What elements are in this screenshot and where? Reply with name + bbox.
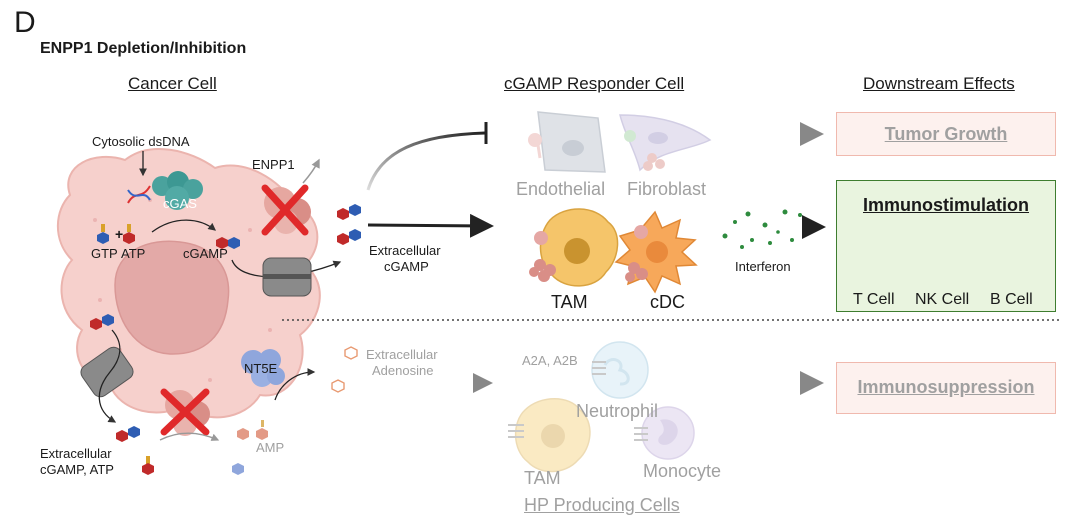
cgamp-transporter-bottom — [80, 346, 134, 398]
label-hp-producing-cells: HP Producing Cells — [524, 495, 680, 515]
immunostimulation-label: Immunostimulation — [863, 195, 1029, 215]
immunosuppression-label: Immunosuppression — [857, 377, 1035, 397]
label-enpp1: ENPP1 — [252, 157, 295, 172]
tumor-growth-label: Tumor Growth — [884, 124, 1008, 144]
label-extracellular-cgamp-line2: cGAMP — [384, 259, 429, 274]
interferon-particles — [722, 209, 802, 249]
cgamp-transporter-top — [262, 257, 312, 297]
column-header-cancer-cell: Cancer Cell — [128, 74, 217, 93]
label-b-cell: B Cell — [990, 291, 1033, 308]
label-gtp: GTP — [91, 246, 118, 261]
label-extracellular-cgamp-line1: Extracellular — [369, 243, 441, 258]
endothelial-cell — [528, 111, 606, 173]
cdc-cell — [614, 210, 698, 294]
fibroblast-cell — [619, 114, 712, 172]
intracellular-cgamp-lower — [90, 314, 114, 330]
label-cdc: cDC — [650, 292, 685, 312]
column-header-responder-cell: cGAMP Responder Cell — [504, 74, 685, 93]
tumor-growth-box: Tumor Growth — [836, 112, 1056, 156]
label-t-cell: T Cell — [853, 291, 895, 308]
label-cgas: cGAS — [163, 196, 197, 211]
amp-molecules — [232, 420, 268, 475]
label-interferon: Interferon — [735, 259, 791, 274]
label-extracellular-adenosine-line1: Extracellular — [366, 347, 438, 362]
adenosine-molecules — [331, 346, 358, 393]
nucleus — [114, 240, 230, 355]
atp-molecule — [123, 224, 135, 244]
immunosuppression-box: Immunosuppression — [836, 362, 1056, 414]
label-tam: TAM — [551, 292, 588, 312]
label-nk-cell: NK Cell — [915, 291, 970, 308]
label-amp: AMP — [256, 440, 285, 455]
label-nt5e: NT5E — [244, 361, 278, 376]
label-fibroblast: Fibroblast — [627, 179, 707, 199]
label-monocyte: Monocyte — [643, 461, 722, 481]
label-plus: + — [115, 226, 124, 242]
enpp1-inhibition-x — [261, 184, 309, 236]
nt5e-protein — [241, 349, 285, 387]
label-cytosolic-dsdna: Cytosolic dsDNA — [92, 134, 190, 149]
cgamp-molecule — [216, 237, 240, 249]
column-header-downstream: Downstream Effects — [863, 74, 1015, 93]
neutrophil-cell — [591, 341, 649, 399]
label-neutrophil: Neutrophil — [576, 401, 659, 421]
label-cgamp: cGAMP — [183, 246, 228, 261]
label-extracellular-cgamp-atp-line2: cGAMP, ATP — [40, 462, 114, 477]
monocyte-cell — [634, 406, 695, 460]
hp-tam-cell — [508, 398, 591, 473]
cgas-enzyme — [152, 171, 203, 210]
gtp-molecule — [97, 224, 109, 244]
label-hp-tam: TAM — [524, 468, 561, 488]
tam-cell — [529, 208, 619, 287]
immunostimulation-box: Immunostimulation — [836, 180, 1056, 312]
label-atp: ATP — [121, 246, 146, 261]
extracellular-cgamp-molecules — [337, 204, 361, 245]
label-endothelial: Endothelial — [516, 179, 606, 199]
label-extracellular-cgamp-atp-line1: Extracellular — [40, 446, 112, 461]
panel-subtitle: ENPP1 Depletion/Inhibition — [40, 40, 247, 57]
panel-letter: D — [14, 6, 36, 39]
extracellular-cgamp-atp-molecules — [116, 426, 154, 475]
label-extracellular-adenosine-line2: Adenosine — [372, 363, 434, 378]
enpp1-inhibition-x-lower — [160, 388, 210, 436]
label-a2a-a2b: A2A, A2B — [522, 353, 578, 368]
